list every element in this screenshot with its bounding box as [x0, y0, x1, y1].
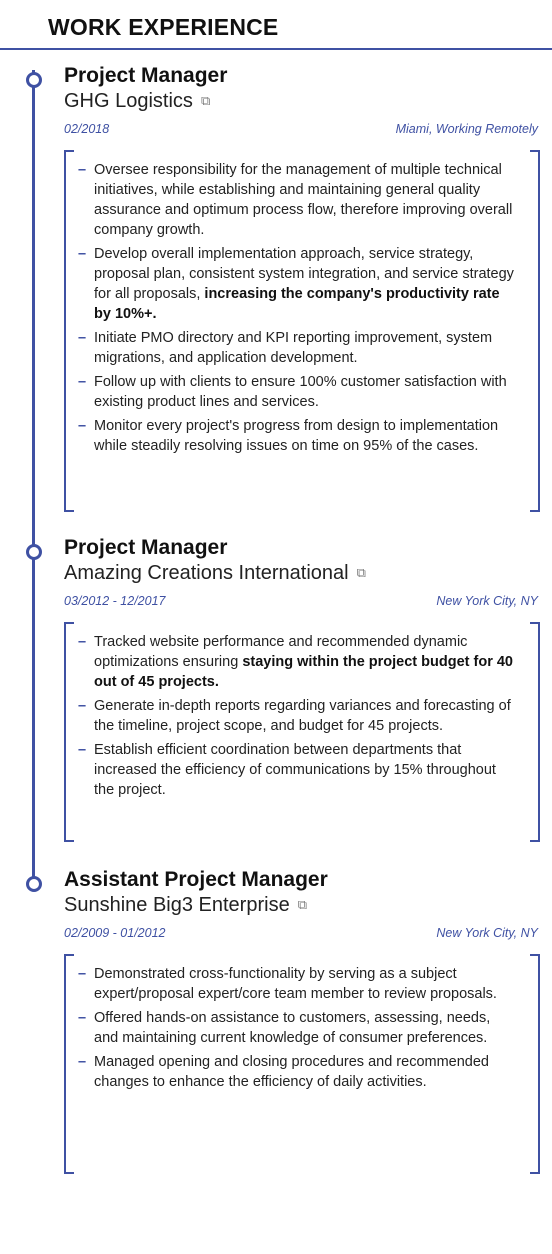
dash-bullet-icon: – [78, 246, 87, 262]
bullet-item: –Tracked website performance and recomme… [78, 634, 513, 690]
dash-bullet-icon: – [78, 418, 87, 434]
job-title: Assistant Project Manager [64, 868, 328, 891]
external-link-icon[interactable]: ⧉ [297, 897, 307, 912]
external-link-icon[interactable]: ⧉ [200, 93, 211, 108]
bracket-left [64, 150, 74, 512]
bracket-right [530, 150, 540, 512]
bullet-item: –Establish efficient coordination betwee… [78, 742, 496, 798]
bullet-item: –Monitor every project's progress from d… [78, 418, 499, 454]
job-dates: 02/2009 - 01/2012 [64, 926, 166, 940]
job-location: Miami, Working Remotely [395, 122, 538, 136]
dash-bullet-icon: – [78, 374, 87, 390]
circle-outline-icon [26, 544, 42, 560]
job-highlights: –Demonstrated cross-functionality by ser… [64, 954, 540, 1174]
circle-outline-icon [26, 876, 42, 892]
bullet-list: –Tracked website performance and recomme… [64, 622, 540, 800]
bullet-list: –Oversee responsibility for the manageme… [64, 150, 540, 456]
job-title: Project Manager [64, 536, 228, 559]
dash-bullet-icon: – [78, 966, 87, 982]
dash-bullet-icon: – [78, 330, 87, 346]
company-name[interactable]: GHG Logistics⧉ [64, 90, 211, 112]
bracket-right [530, 622, 540, 842]
external-link-icon[interactable]: ⧉ [356, 565, 366, 580]
job-highlights: –Tracked website performance and recomme… [64, 622, 540, 842]
bullet-item: –Initiate PMO directory and KPI reportin… [78, 330, 493, 366]
dash-bullet-icon: – [78, 162, 87, 178]
job-dates: 02/2018 [64, 122, 110, 136]
bracket-left [64, 954, 74, 1174]
job-location: New York City, NY [436, 926, 538, 940]
job-dates: 03/2012 - 12/2017 [64, 594, 166, 608]
bullet-item: –Managed opening and closing procedures … [78, 1054, 489, 1090]
job-highlights: –Oversee responsibility for the manageme… [64, 150, 540, 512]
section-title: WORK EXPERIENCE [48, 14, 279, 40]
circle-outline-icon [26, 72, 42, 88]
dash-bullet-icon: – [78, 698, 87, 714]
dash-bullet-icon: – [78, 634, 87, 650]
bracket-right [530, 954, 540, 1174]
dash-bullet-icon: – [78, 1054, 87, 1070]
job-location: New York City, NY [436, 594, 538, 608]
job-title: Project Manager [64, 64, 228, 87]
bullet-item: –Generate in-depth reports regarding var… [78, 698, 511, 734]
bracket-left [64, 622, 74, 842]
bullet-item: –Oversee responsibility for the manageme… [78, 162, 513, 238]
bullet-item: –Follow up with clients to ensure 100% c… [78, 374, 507, 410]
bullet-item: –Develop overall implementation approach… [78, 246, 514, 322]
company-name[interactable]: Sunshine Big3 Enterprise⧉ [64, 894, 307, 916]
bullet-item: –Offered hands-on assistance to customer… [78, 1010, 491, 1046]
dash-bullet-icon: – [78, 1010, 87, 1026]
bullet-item: –Demonstrated cross-functionality by ser… [78, 966, 497, 1002]
timeline-line [32, 70, 35, 882]
dash-bullet-icon: – [78, 742, 87, 758]
bullet-list: –Demonstrated cross-functionality by ser… [64, 954, 540, 1092]
company-name[interactable]: Amazing Creations International⧉ [64, 562, 366, 584]
section-divider [0, 48, 552, 50]
